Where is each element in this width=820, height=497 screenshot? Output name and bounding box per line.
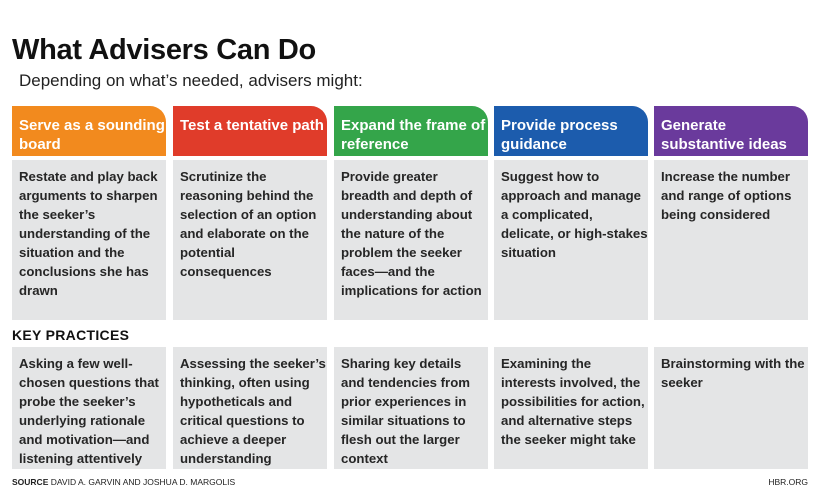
key-practice-sounding-board: Asking a few well-chosen questions that … bbox=[12, 347, 166, 469]
source-authors: DAVID A. GARVIN AND JOSHUA D. MARGOLIS bbox=[50, 477, 236, 487]
column-header-label: Test a tentative path bbox=[180, 117, 324, 134]
source-credit: SOURCE DAVID A. GARVIN AND JOSHUA D. MAR… bbox=[12, 477, 235, 487]
page-title: What Advisers Can Do bbox=[12, 34, 316, 66]
key-practice-tentative-path: Assessing the seeker’s thinking, often u… bbox=[173, 347, 327, 469]
publisher-link[interactable]: HBR.ORG bbox=[768, 477, 808, 487]
column-description-process-guidance: Suggest how to approach and manage a com… bbox=[494, 160, 648, 320]
column-header-tentative-path: Test a tentative path bbox=[173, 106, 327, 156]
key-practice-substantive-ideas: Brainstorming with the seeker bbox=[654, 347, 808, 469]
column-header-sounding-board: Serve as a sounding board bbox=[12, 106, 166, 156]
column-description-tentative-path: Scrutinize the reasoning behind the sele… bbox=[173, 160, 327, 320]
column-header-frame-of-reference: Expand the frame of reference bbox=[334, 106, 488, 156]
column-description-substantive-ideas: Increase the number and range of options… bbox=[654, 160, 808, 320]
column-header-label: Expand the frame of reference bbox=[341, 117, 486, 153]
column-header-label: Serve as a sounding board bbox=[19, 117, 165, 153]
column-description-frame-of-reference: Provide greater breadth and depth of und… bbox=[334, 160, 488, 320]
page-subtitle: Depending on what’s needed, advisers mig… bbox=[19, 71, 363, 90]
column-header-label: Generate substantive ideas bbox=[661, 117, 787, 153]
column-description-sounding-board: Restate and play back arguments to sharp… bbox=[12, 160, 166, 320]
key-practice-process-guidance: Examining the interests involved, the po… bbox=[494, 347, 648, 469]
column-header-substantive-ideas: Generate substantive ideas bbox=[654, 106, 808, 156]
source-label: SOURCE bbox=[12, 477, 49, 487]
column-header-label: Provide process guidance bbox=[501, 117, 618, 153]
key-practices-heading: KEY PRACTICES bbox=[12, 327, 130, 343]
key-practice-frame-of-reference: Sharing key details and tendencies from … bbox=[334, 347, 488, 469]
column-header-process-guidance: Provide process guidance bbox=[494, 106, 648, 156]
